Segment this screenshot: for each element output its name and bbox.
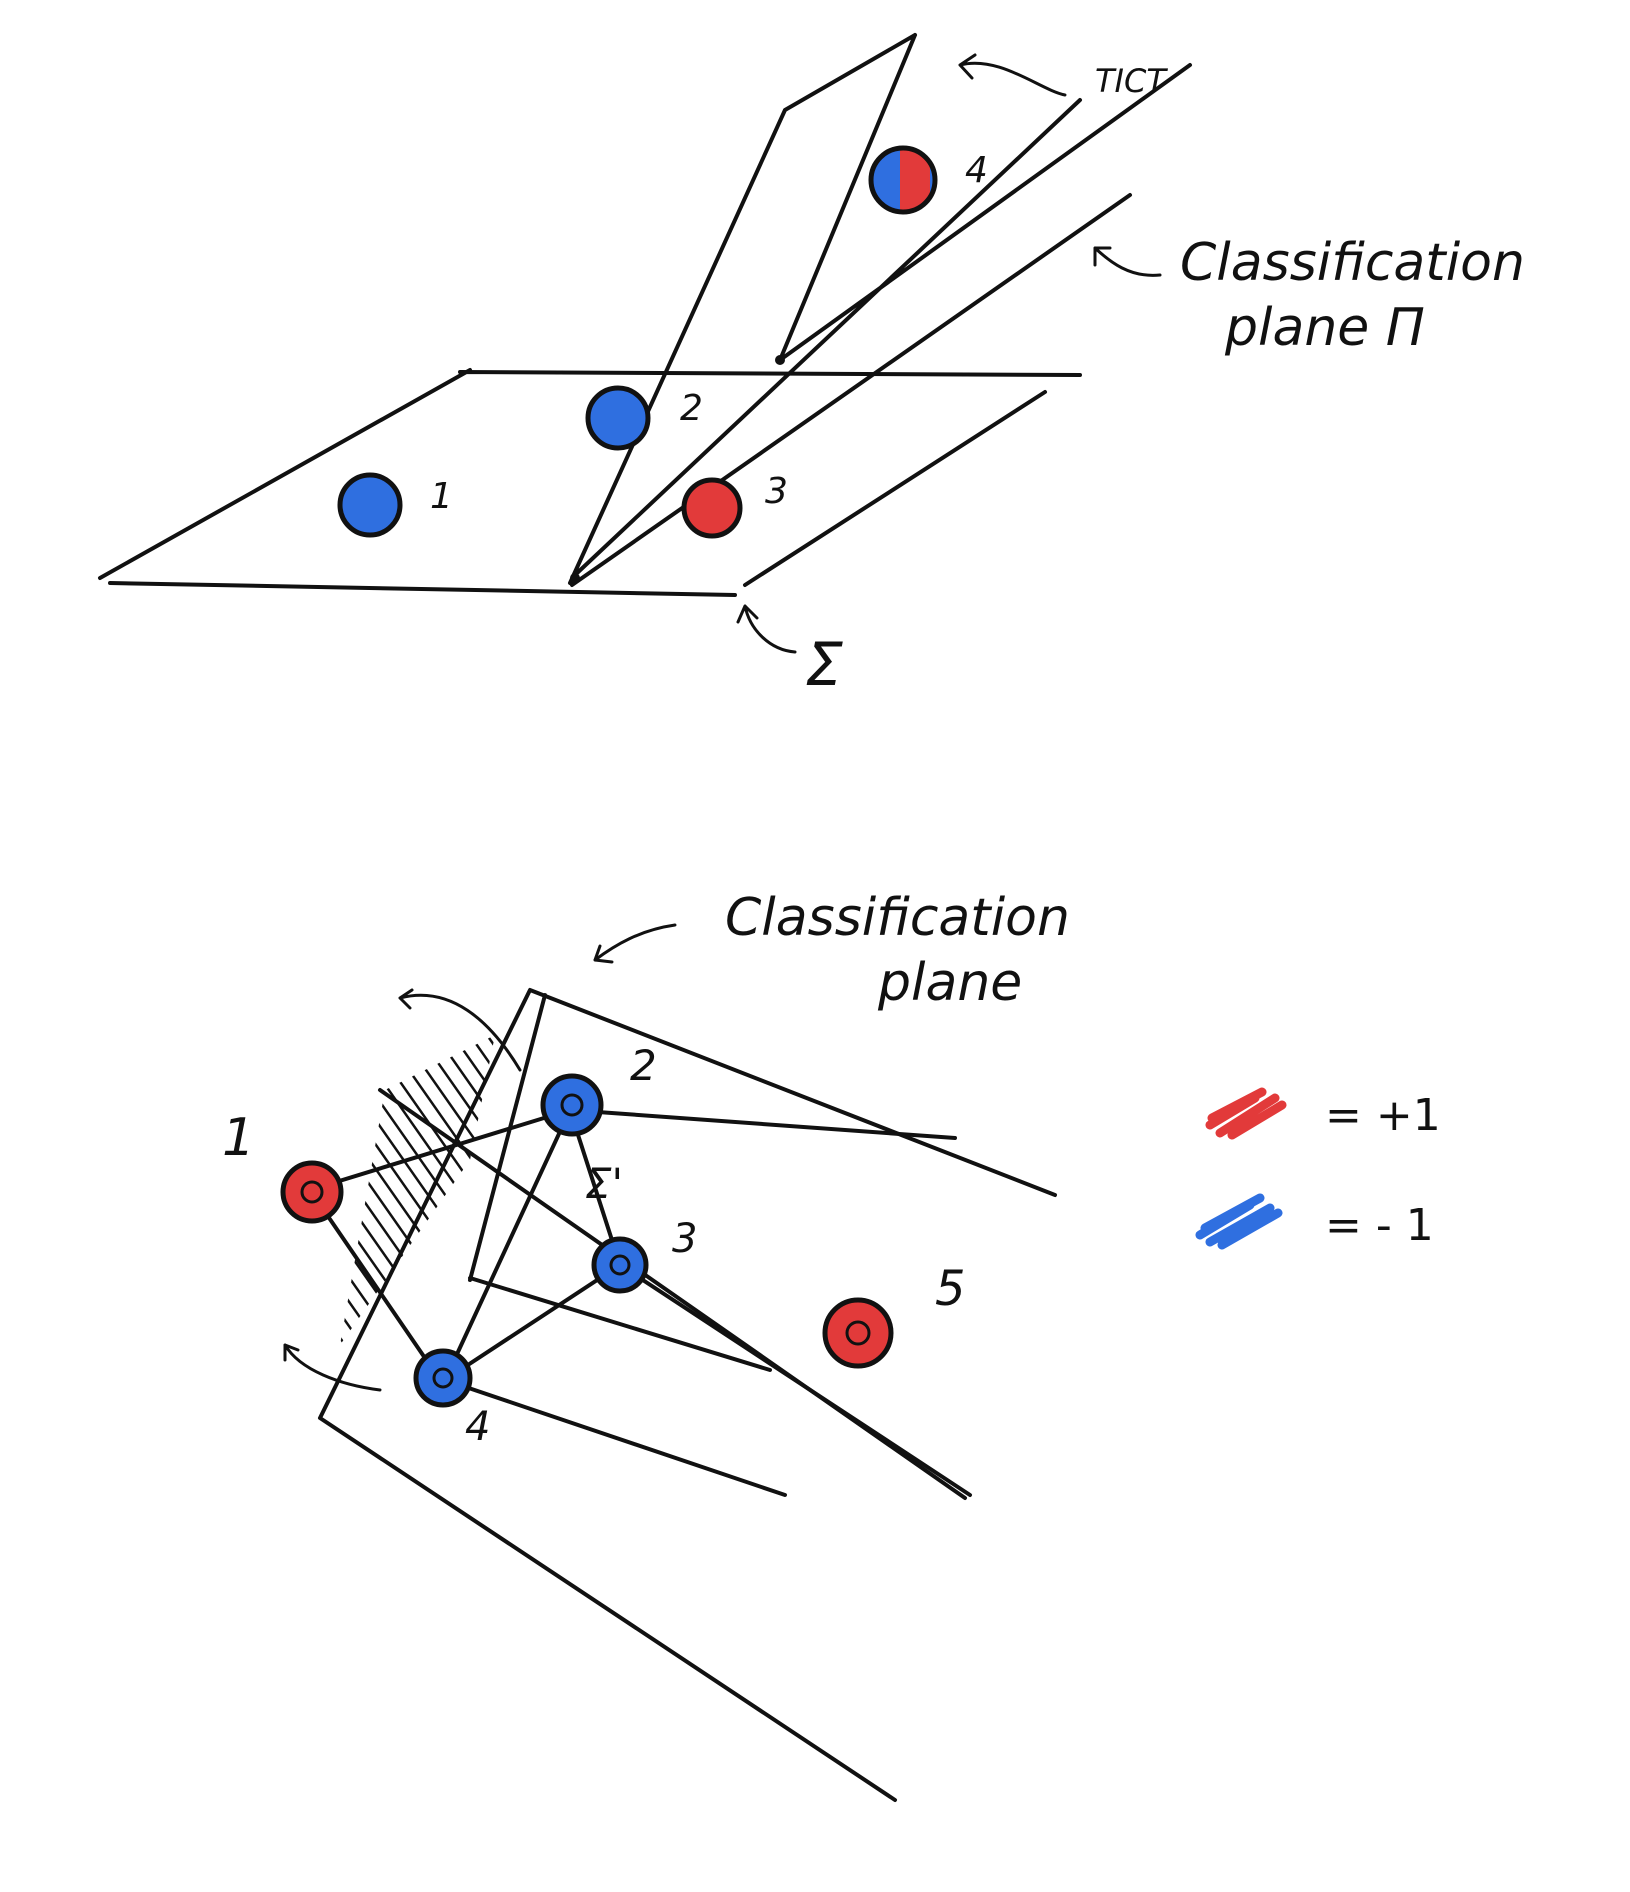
- sigma-annotation: Σ: [805, 630, 843, 700]
- bottom-plane-annotation-line2: plane: [877, 953, 1022, 1013]
- legend: = +1 = - 1: [1195, 1087, 1441, 1251]
- plane-arrow-bottom: [593, 923, 677, 964]
- bottom-point-2: 2: [540, 1041, 657, 1137]
- bottom-diagram: Σ' 1 2 3 4 5 Classification: [222, 888, 1070, 1802]
- classification-plane-bottom: [318, 988, 1057, 1802]
- top-point-4: 4: [868, 145, 988, 215]
- plane-annotation-line2: plane Π: [1224, 298, 1425, 358]
- sigma-arrow-top: [736, 604, 797, 654]
- legend-item-minus-one: = - 1: [1195, 1193, 1434, 1251]
- rotate-annotation: TICT: [1095, 62, 1168, 100]
- top-point-1: 1: [337, 472, 453, 538]
- plane-arrow-top: [1093, 246, 1162, 277]
- top-point-1-label: 1: [430, 476, 453, 517]
- bottom-plane-annotation-line1: Classification: [725, 888, 1070, 948]
- top-point-2-label: 2: [680, 388, 703, 429]
- top-point-4-label: 4: [965, 150, 988, 191]
- bottom-point-4: 4: [413, 1348, 490, 1450]
- legend-label-plus-one: = +1: [1325, 1090, 1441, 1141]
- classification-plane-pi: [568, 33, 1192, 587]
- rotate-arrow-bottom-top: [398, 988, 522, 1072]
- legend-item-plus-one: = +1: [1205, 1087, 1441, 1141]
- top-point-2: 2: [585, 385, 703, 451]
- bottom-point-5-label: 5: [935, 1261, 966, 1317]
- top-diagram: 1 2 3 4 TICT Classification plane Π Σ: [98, 33, 1525, 700]
- bottom-point-5: 5: [822, 1261, 966, 1369]
- top-point-3-label: 3: [765, 471, 788, 512]
- bottom-point-3-label: 3: [672, 1216, 697, 1262]
- sigma-prime-annotation: Σ': [585, 1159, 623, 1208]
- hatched-plane: [340, 1035, 495, 1345]
- sigma-plane-top: [98, 368, 1082, 597]
- bottom-point-1-label: 1: [222, 1108, 255, 1168]
- plane-annotation-line1: Classification: [1180, 233, 1525, 293]
- legend-label-minus-one: = - 1: [1325, 1200, 1434, 1251]
- rotate-arrow-top: [958, 53, 1067, 97]
- rotate-arrow-bottom-bottom: [283, 1343, 382, 1392]
- bottom-point-3: 3: [591, 1216, 697, 1294]
- graph-edges: [308, 1108, 972, 1497]
- bottom-point-4-label: 4: [465, 1404, 490, 1450]
- bottom-point-1: 1: [222, 1108, 344, 1224]
- top-point-3: 3: [681, 471, 788, 539]
- bottom-point-2-label: 2: [630, 1041, 657, 1090]
